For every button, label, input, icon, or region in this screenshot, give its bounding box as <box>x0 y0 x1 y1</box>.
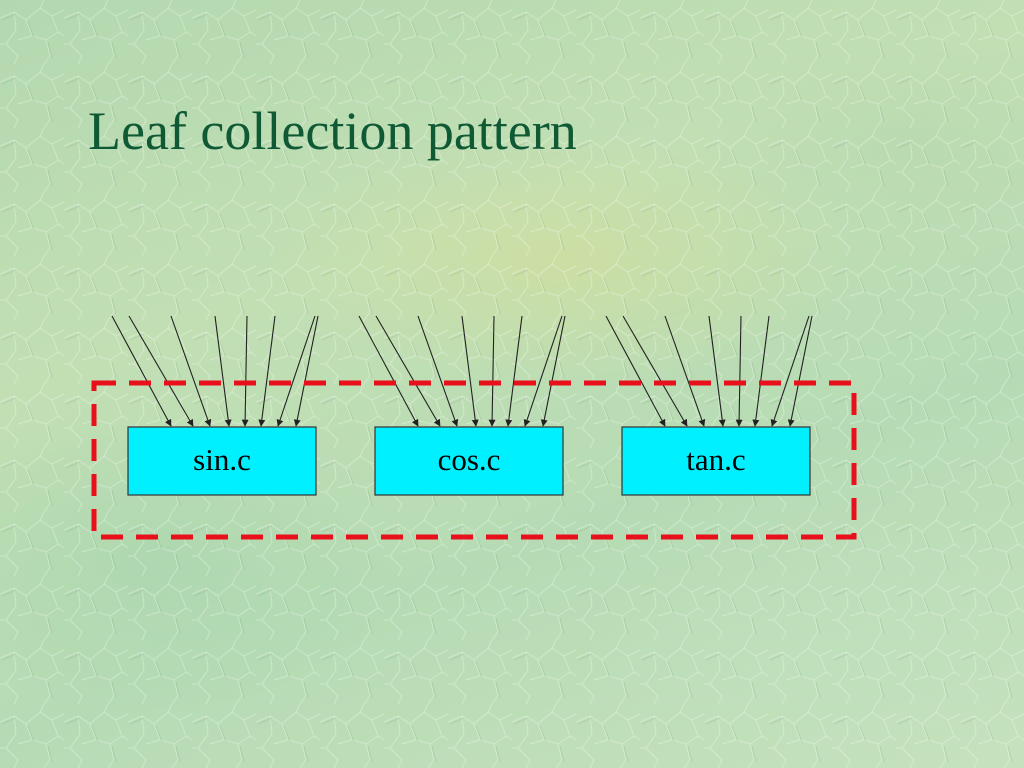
slide-title: Leaf collection pattern <box>88 101 577 161</box>
incoming-arrow <box>505 315 523 427</box>
incoming-arrow <box>488 315 496 427</box>
incoming-arrow <box>358 315 419 427</box>
incoming-arrow <box>170 315 212 427</box>
incoming-arrow <box>787 315 813 427</box>
incoming-arrows <box>111 315 813 427</box>
incoming-arrow <box>214 315 232 427</box>
incoming-arrow <box>622 315 688 427</box>
incoming-arrow <box>293 315 319 427</box>
incoming-arrow <box>664 315 706 427</box>
incoming-arrow <box>735 315 743 427</box>
incoming-arrow <box>770 315 810 427</box>
file-box-rect <box>621 426 811 496</box>
incoming-arrow <box>417 315 459 427</box>
file-box-rect <box>127 426 317 496</box>
collection-group-border <box>91 380 857 540</box>
file-box-3: tan.c <box>621 426 811 496</box>
incoming-arrow <box>241 315 249 427</box>
incoming-arrow <box>276 315 316 427</box>
incoming-arrow <box>128 315 194 427</box>
file-label: cos.c <box>438 442 501 477</box>
file-boxes: sin.c cos.c tan.c <box>127 426 811 496</box>
file-box-2: cos.c <box>374 426 564 496</box>
incoming-arrow <box>540 315 566 427</box>
incoming-arrow <box>708 315 726 427</box>
file-box-1: sin.c <box>127 426 317 496</box>
incoming-arrow <box>258 315 276 427</box>
incoming-arrow <box>375 315 441 427</box>
incoming-arrow <box>605 315 666 427</box>
incoming-arrow <box>111 315 172 427</box>
file-box-rect <box>374 426 564 496</box>
incoming-arrow <box>461 315 479 427</box>
file-label: tan.c <box>686 442 745 477</box>
incoming-arrow <box>523 315 563 427</box>
file-label: sin.c <box>193 442 251 477</box>
incoming-arrow <box>752 315 770 427</box>
